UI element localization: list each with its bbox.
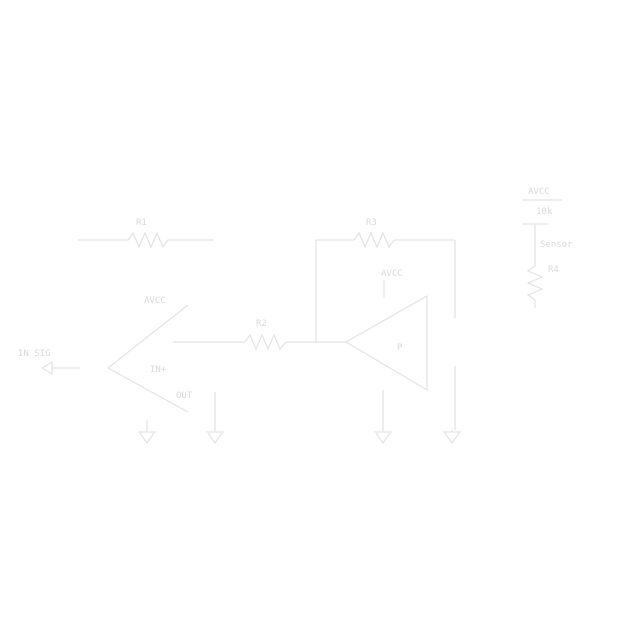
amp2-pin-label: P bbox=[397, 343, 403, 353]
r2-label: R2 bbox=[256, 319, 267, 329]
r3-label: R3 bbox=[366, 218, 377, 228]
ground-symbol-3 bbox=[374, 390, 392, 445]
resistor-r3 bbox=[316, 231, 455, 249]
r1-label: R1 bbox=[136, 218, 147, 228]
resistor-r4 bbox=[526, 265, 544, 308]
sensor-name-label: Sensor bbox=[540, 240, 573, 250]
amp1-vcc-label: AVCC bbox=[144, 296, 166, 306]
sensor-value-label: 10k bbox=[536, 207, 553, 217]
resistor-r1 bbox=[78, 231, 214, 249]
ground-symbol-1 bbox=[138, 420, 156, 445]
sensor-vcc-label: AVCC bbox=[528, 187, 550, 197]
source-arrow bbox=[40, 360, 80, 376]
amp1-in-label: IN+ bbox=[150, 365, 167, 375]
ground-symbol-4 bbox=[443, 430, 461, 445]
resistor-r2 bbox=[244, 333, 346, 351]
amplifier-1 bbox=[106, 304, 245, 413]
r4-label: R4 bbox=[548, 265, 559, 275]
ground-symbol-2 bbox=[206, 392, 224, 445]
amp2-vcc-label: AVCC bbox=[381, 269, 403, 279]
source-label: IN SIG bbox=[18, 349, 51, 359]
amplifier-2 bbox=[344, 294, 428, 392]
amp1-out-label: OUT bbox=[176, 391, 193, 401]
